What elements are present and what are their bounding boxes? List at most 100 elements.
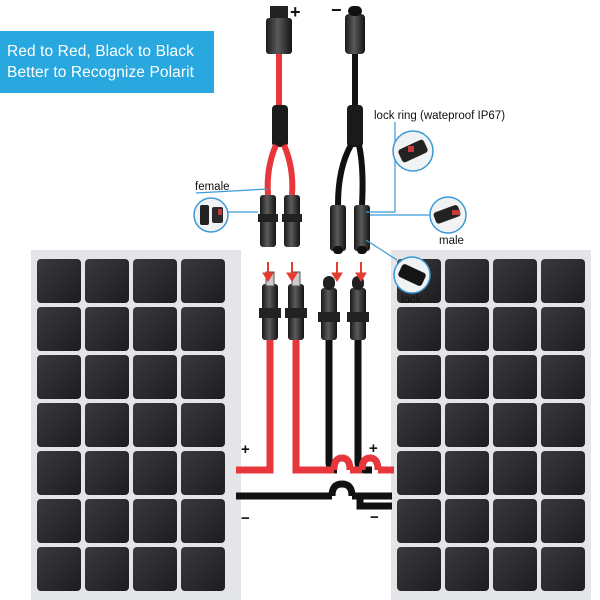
- right-panel-cell: [541, 499, 585, 543]
- right-panel-cell: [493, 355, 537, 399]
- left-panel-cell: [133, 547, 177, 591]
- female-zoom-detail: [193, 197, 229, 233]
- right-panel-cell: [397, 499, 441, 543]
- lock-ring-callout-line: [366, 122, 396, 213]
- upper-male-connector-1[interactable]: [330, 205, 346, 254]
- left-panel-cell: [133, 451, 177, 495]
- left-panel-cell: [133, 499, 177, 543]
- right-panel-positive-sign: +: [369, 440, 378, 457]
- lock-callout-line: [365, 239, 398, 261]
- lower-connectors: [259, 271, 369, 340]
- negative-y-splitter: [347, 105, 363, 147]
- positive-hop-2: [358, 454, 382, 471]
- left-panel-cell: [85, 355, 129, 399]
- left-panel-cell: [85, 307, 129, 351]
- right-panel-cell: [445, 499, 489, 543]
- upper-female-connector-1[interactable]: [258, 195, 278, 247]
- polarity-banner: Red to Red, Black to Black Better to Rec…: [0, 31, 214, 93]
- right-panel-cell: [541, 403, 585, 447]
- right-panel-cell: [445, 307, 489, 351]
- left-panel-cell: [37, 307, 81, 351]
- arrow-2: [286, 262, 298, 282]
- right-panel-cell: [541, 307, 585, 351]
- negative-top-connector[interactable]: [345, 14, 365, 54]
- left-panel-cell: [181, 499, 225, 543]
- left-panel-cell: [37, 547, 81, 591]
- lock-ring-zoom-detail: [392, 130, 434, 172]
- upper-female-connector-2[interactable]: [282, 195, 302, 247]
- left-solar-panel: [31, 250, 241, 600]
- arrow-4: [355, 262, 367, 282]
- left-panel-cell: [37, 355, 81, 399]
- lock-zoom-detail: [393, 256, 431, 294]
- left-panel-cell: [133, 259, 177, 303]
- right-panel-cells: [397, 259, 585, 591]
- right-panel-cell: [493, 451, 537, 495]
- banner-line-1: Red to Red, Black to Black: [7, 43, 194, 60]
- positive-top-tip: [270, 6, 288, 18]
- female-label: female: [195, 181, 230, 193]
- right-solar-panel: [391, 250, 591, 600]
- lower-male-connector-1[interactable]: [318, 276, 340, 340]
- left-panel-positive-sign: +: [241, 441, 250, 458]
- right-panel-negative-sign: −: [370, 509, 379, 526]
- negative-y-branch-cable: [330, 6, 370, 254]
- left-panel-cell: [37, 259, 81, 303]
- left-panel-cell: [85, 499, 129, 543]
- right-panel-cell: [397, 403, 441, 447]
- right-panel-cell: [541, 451, 585, 495]
- right-panel-cell: [541, 259, 585, 303]
- positive-y-branch-cable: [258, 6, 302, 247]
- left-panel-cell: [133, 307, 177, 351]
- male-zoom-detail: [429, 196, 467, 234]
- right-panel-cell: [397, 307, 441, 351]
- insert-arrows: [262, 262, 367, 282]
- left-panel-cell: [181, 403, 225, 447]
- left-panel-cell: [85, 547, 129, 591]
- lower-female-connector-2[interactable]: [285, 271, 307, 340]
- left-panel-cell: [181, 307, 225, 351]
- right-panel-cell: [493, 547, 537, 591]
- lock-label: lock: [401, 294, 422, 306]
- right-panel-cell: [493, 499, 537, 543]
- right-panel-cell: [397, 451, 441, 495]
- left-panel-cells: [37, 259, 225, 591]
- right-panel-cell: [541, 547, 585, 591]
- negative-hop: [328, 480, 356, 497]
- right-panel-cell: [541, 355, 585, 399]
- left-positive-lead: [236, 340, 274, 474]
- left-panel-cell: [37, 451, 81, 495]
- right-panel-cell: [493, 259, 537, 303]
- right-panel-cell: [445, 451, 489, 495]
- left-panel-cell: [85, 403, 129, 447]
- right-negative-lead: [356, 496, 392, 510]
- male-label: male: [439, 235, 464, 247]
- right-panel-cell: [397, 547, 441, 591]
- left-panel-cell: [133, 403, 177, 447]
- female-callout-line: [195, 188, 269, 194]
- panel-wiring: [236, 335, 394, 510]
- positive-top-connector[interactable]: [266, 18, 292, 54]
- left-panel-cell: [181, 547, 225, 591]
- right-panel-cell: [493, 403, 537, 447]
- top-negative-sign: −: [331, 0, 342, 20]
- right-panel-cell: [493, 307, 537, 351]
- right-panel-cell: [397, 355, 441, 399]
- arrow-3: [331, 262, 343, 282]
- left-panel-cell: [37, 499, 81, 543]
- left-panel-cell: [181, 355, 225, 399]
- left-panel-negative-sign: −: [241, 510, 250, 527]
- lower-female-connector-1[interactable]: [259, 271, 281, 340]
- right-panel-cell: [445, 403, 489, 447]
- top-positive-sign: +: [290, 2, 301, 22]
- positive-y-splitter: [272, 105, 288, 147]
- left-panel-cell: [181, 451, 225, 495]
- right-panel-cell: [445, 355, 489, 399]
- left-panel-cell: [181, 259, 225, 303]
- banner-line-2: Better to Recognize Polarit: [7, 64, 195, 81]
- negative-drop-1: [325, 335, 338, 474]
- lower-male-connector-2[interactable]: [347, 276, 369, 340]
- upper-male-connector-2[interactable]: [354, 205, 370, 254]
